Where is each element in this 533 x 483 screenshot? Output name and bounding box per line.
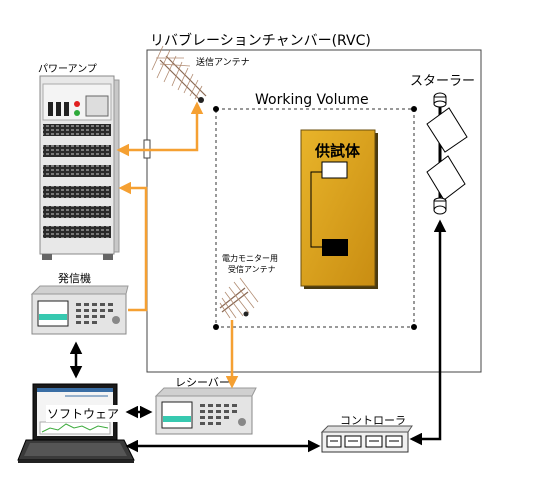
tx-antenna-label: 送信アンテナ — [196, 58, 250, 68]
eut-module-top — [321, 161, 348, 179]
power-amplifier — [39, 75, 120, 260]
rf-arrow-amp-to-tx — [116, 101, 204, 157]
eut — [300, 129, 378, 289]
rf-arrow-gen-to-amp — [118, 181, 148, 312]
working-volume-label: Working Volume — [255, 92, 369, 108]
receiver-label: レシーバー — [175, 376, 230, 389]
signal-generator — [30, 285, 129, 335]
controller-label: コントローラ — [340, 414, 406, 427]
wv-corner-tl — [213, 106, 219, 112]
software-label: ソフトウェア — [46, 405, 121, 422]
chamber-title: リバブレーションチャンバー(RVC) — [150, 33, 371, 49]
wv-corner-br — [411, 324, 417, 330]
laptop — [17, 383, 135, 463]
rx-antenna-label-2: 受信アンテナ — [228, 265, 276, 274]
eut-module-bottom — [322, 239, 348, 256]
rx-antenna — [219, 277, 259, 319]
stirrer — [426, 92, 468, 215]
wv-corner-tr — [411, 106, 417, 112]
wv-corner-bl — [213, 324, 219, 330]
eut-cable — [310, 171, 322, 248]
rx-antenna-label-1: 電力モニター用 — [222, 254, 278, 263]
stirrer-label: スターラー — [410, 74, 476, 89]
receiver — [154, 387, 257, 435]
ctrl-arrow-controller-stirrer — [409, 219, 447, 446]
signal-gen-label: 発信機 — [58, 272, 91, 285]
power-amp-label: パワーアンプ — [38, 64, 97, 75]
working-volume-box — [215, 108, 415, 328]
eut-label: 供試体 — [315, 142, 361, 160]
controller — [320, 425, 413, 453]
tx-antenna — [151, 45, 207, 103]
